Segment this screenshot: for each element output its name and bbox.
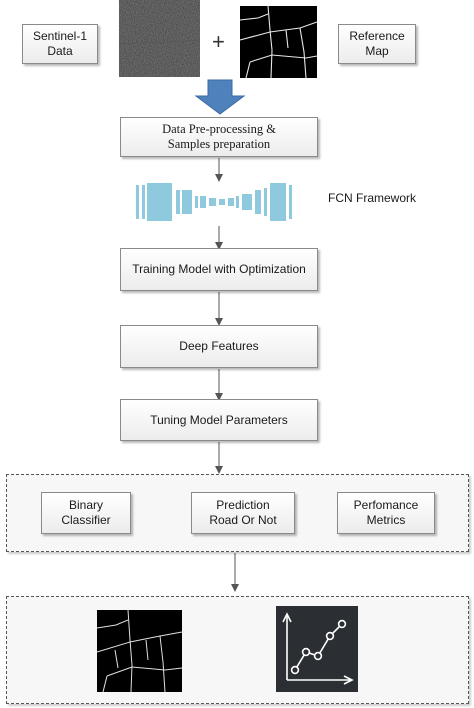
training-label: Training Model with Optimization (132, 262, 306, 276)
binary-line1: Binary (68, 498, 103, 512)
training-box: Training Model with Optimization (120, 248, 318, 291)
tuning-label: Tuning Model Parameters (150, 412, 288, 427)
deep-features-label: Deep Features (179, 339, 259, 353)
result-region (6, 596, 469, 704)
sentinel-label-line2: Data (47, 44, 73, 58)
plus-sign: + (212, 29, 225, 54)
prediction-line1: Prediction (216, 498, 270, 512)
fcn-framework-label: FCN Framework (328, 191, 417, 205)
preprocessing-line2: Samples preparation (167, 137, 271, 151)
reference-label-line1: Reference (349, 29, 405, 43)
tuning-box: Tuning Model Parameters (120, 399, 318, 441)
prediction-line2: Road Or Not (209, 513, 277, 527)
preprocessing-box: Data Pre-processing & Samples preparatio… (120, 117, 318, 157)
preprocessing-line1: Data Pre-processing & (162, 122, 276, 136)
reference-map-box: Reference Map (338, 24, 416, 64)
sentinel-label-line1: Sentinel-1 (32, 29, 88, 43)
binary-line2: Classifier (61, 513, 111, 527)
sentinel-data-box: Sentinel-1 Data (22, 24, 98, 64)
deep-features-box: Deep Features (120, 325, 318, 368)
binary-classifier-box: Binary Classifier (41, 492, 131, 534)
fcn-layers (136, 183, 292, 221)
performance-metrics-box: Perfomance Metrics (337, 492, 435, 534)
prediction-box: Prediction Road Or Not (191, 492, 295, 534)
performance-line1: Perfomance (353, 498, 419, 512)
reference-label-line2: Map (365, 44, 389, 58)
performance-line2: Metrics (366, 513, 406, 527)
